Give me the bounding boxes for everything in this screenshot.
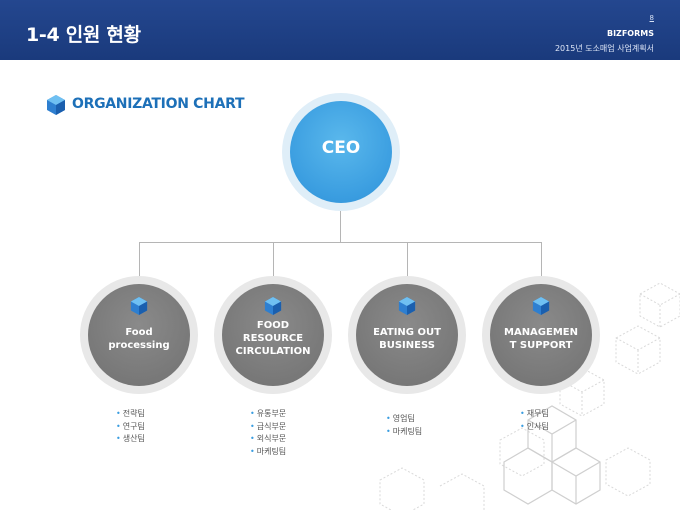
list-item: 마케팅팀 [250, 446, 286, 459]
ceo-label: CEO [321, 138, 361, 158]
ceo-connector-line [340, 211, 341, 242]
horizontal-connector-line [139, 242, 542, 243]
team-list-food-resource-circulation: 유통부문 급식부문 외식부문 마케팅팀 [250, 408, 286, 458]
department-node-management-support: MANAGEMEN T SUPPORT [482, 276, 600, 394]
brand-name: BIZFORMS [606, 29, 654, 38]
department-label: FOOD RESOURCE CIRCULATION [235, 320, 311, 357]
dept-connector-line [541, 242, 542, 276]
department-node-food-processing: Food processing [80, 276, 198, 394]
document-title: 2015년 도소매업 사업계획서 [554, 44, 654, 53]
blue-cube-icon [47, 95, 65, 115]
blue-cube-icon [398, 297, 416, 315]
list-item: 연구팀 [116, 421, 145, 434]
blue-cube-icon [532, 297, 550, 315]
header-bar: 1-4 인원 현황 8 BIZFORMS 2015년 도소매업 사업계획서 [0, 0, 680, 60]
list-item: 생산팀 [116, 433, 145, 446]
page-title: 1-4 인원 현황 [26, 24, 141, 46]
team-list-food-processing: 전략팀 연구팀 생산팀 [116, 408, 145, 446]
page-number: 8 [649, 14, 654, 22]
list-item: 인사팀 [520, 421, 549, 434]
list-item: 급식부문 [250, 421, 286, 434]
department-label: EATING OUT BUSINESS [373, 327, 441, 351]
department-node-food-resource-circulation: FOOD RESOURCE CIRCULATION [214, 276, 332, 394]
department-node-eating-out-business: EATING OUT BUSINESS [348, 276, 466, 394]
department-label: Food processing [108, 327, 170, 351]
team-list-management-support: 재무팀 인사팀 [520, 408, 549, 433]
blue-cube-icon [130, 297, 148, 315]
list-item: 마케팅팀 [386, 426, 422, 439]
list-item: 전략팀 [116, 408, 145, 421]
ceo-node: CEO [290, 101, 392, 203]
dept-connector-line [273, 242, 274, 276]
list-item: 외식부문 [250, 433, 286, 446]
dept-connector-line [139, 242, 140, 276]
list-item: 재무팀 [520, 408, 549, 421]
section-title: ORGANIZATION CHART [72, 96, 245, 112]
dept-connector-line [407, 242, 408, 276]
blue-cube-icon [264, 297, 282, 315]
list-item: 영업팀 [386, 413, 422, 426]
department-label: MANAGEMEN T SUPPORT [504, 327, 578, 351]
team-list-eating-out-business: 영업팀 마케팅팀 [386, 413, 422, 438]
list-item: 유통부문 [250, 408, 286, 421]
